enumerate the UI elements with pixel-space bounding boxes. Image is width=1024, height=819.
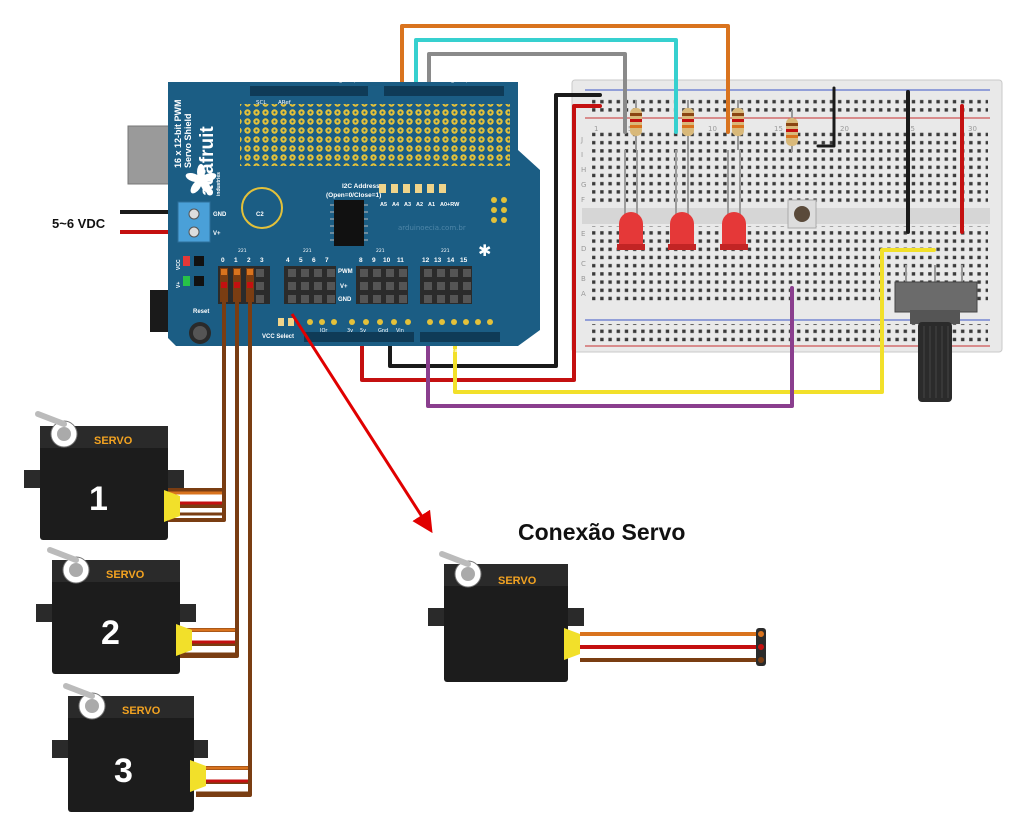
bottom-header-label: RST [332, 348, 343, 354]
channel-label: 4 [286, 257, 290, 264]
servo-brand-label: SERVO [498, 575, 537, 587]
power-supply-label: 5~6 VDC [52, 216, 106, 231]
column-number: 20 [840, 125, 849, 133]
address-pad-label: A4 [392, 202, 400, 208]
column-number: 15 [774, 125, 783, 133]
header-label: Gnd [292, 78, 303, 84]
address-pad-label: A2 [416, 202, 423, 208]
detail-servo-leads [580, 628, 766, 666]
servo-number: 1 [89, 480, 108, 518]
channel-label: 15 [460, 257, 468, 264]
channel-label: 6 [312, 257, 316, 264]
row-letter: I [581, 151, 583, 159]
header-label: SCL [256, 100, 267, 106]
servo-number: 2 [101, 614, 120, 652]
vcc-led-label: VCC [176, 259, 182, 270]
resistor-label: 221 [238, 248, 247, 254]
capacitor-label: C2 [256, 212, 264, 218]
shield-title-line2: Servo Shield [183, 113, 193, 168]
adafruit-flower-icon [185, 164, 217, 194]
header-label: Digital I/O [445, 78, 473, 84]
resistor-label: 221 [303, 248, 312, 254]
channel-label: 8 [359, 257, 363, 264]
terminal-vplus-label: V+ [213, 231, 221, 237]
breadboard: J I H G F E D C B A 1 5 10 15 20 25 30 [571, 79, 1003, 353]
row-letter: E [581, 230, 585, 238]
row-letter: F [581, 196, 585, 204]
address-pad-label: A1 [428, 202, 435, 208]
channel-label: 12 [422, 257, 430, 264]
detail-title: Conexão Servo [518, 519, 685, 545]
servo-brand-label: SERVO [94, 435, 133, 447]
servo-3: SERVO 3 [52, 683, 208, 812]
i2c-address-note: (Open=0/Close=1) [326, 192, 381, 199]
bottom-header-label: Analog In [448, 348, 472, 354]
row-letter: J [580, 136, 583, 144]
breadboard-jumpers [816, 86, 964, 234]
address-pad-label: A0+RW [440, 202, 460, 208]
column-number: 30 [968, 125, 977, 133]
bottom-header-label: 5v [360, 328, 366, 334]
i2c-address-label: I2C Address [342, 183, 380, 190]
servo-shield: SDA SCL Gnd ARef Digital I/O Digital I/O… [168, 78, 540, 354]
push-button [787, 199, 817, 229]
star-icon: ✱ [478, 241, 491, 260]
signal-wires [360, 24, 936, 408]
row-letter: C [581, 260, 586, 268]
channel-label: 1 [234, 257, 238, 264]
channel-label: 14 [447, 257, 455, 264]
column-number: 10 [708, 125, 717, 133]
reset-label: Reset [193, 309, 209, 315]
servo-brand-label: SERVO [106, 569, 145, 581]
potentiometer [894, 265, 978, 402]
resistors [630, 100, 798, 152]
servo-2: SERVO 2 [36, 547, 196, 674]
header-label: ARef [278, 100, 292, 106]
channel-label: 10 [383, 257, 391, 264]
resistor-label: 221 [376, 248, 385, 254]
shield-title-line1: 16 x 12-bit PWM [173, 99, 183, 168]
channel-label: 3 [260, 257, 264, 264]
row-letter: B [581, 275, 586, 283]
servo-brand-label: SERVO [122, 705, 161, 717]
terminal-gnd-label: GND [213, 212, 227, 218]
vcc-select-label: VCC Select [262, 334, 294, 340]
channel-label: 2 [247, 257, 251, 264]
channel-label: 7 [325, 257, 329, 264]
row-letter: G [581, 181, 586, 189]
header-label: Digital I/O [333, 78, 361, 84]
row-letter: D [581, 245, 586, 253]
watermark: arduinoecia.com.br [398, 224, 466, 232]
servo-header-connectors [220, 268, 254, 302]
channel-label: 0 [221, 257, 225, 264]
resistor-label: 221 [441, 248, 450, 254]
pwm-row-label: PWM [338, 269, 353, 275]
bottom-header-label: IOr [320, 328, 328, 334]
row-letter: H [581, 166, 586, 174]
row-letter: A [581, 290, 586, 298]
servo-number: 3 [114, 752, 133, 790]
vplus-row-label: V+ [340, 284, 348, 290]
channel-label: 11 [397, 257, 404, 264]
bottom-header-label: Gnd [378, 328, 388, 334]
callout-arrow [290, 313, 433, 534]
column-number: 25 [906, 125, 915, 133]
address-pad-label: A5 [380, 202, 387, 208]
address-pad-label: A3 [404, 202, 411, 208]
header-label: SDA [267, 78, 279, 84]
gnd-row-label: GND [338, 297, 352, 303]
column-number: 1 [594, 125, 598, 133]
servo-1: SERVO 1 [24, 411, 184, 540]
bottom-header-label: 3v [347, 328, 353, 334]
bottom-header-label: Vin [396, 328, 404, 334]
leds [617, 150, 748, 250]
channel-label: 9 [372, 257, 376, 264]
channel-label: 13 [434, 257, 442, 264]
brand-sub: industries [216, 172, 222, 196]
channel-label: 5 [299, 257, 303, 264]
vplus-led-label: V+ [176, 282, 182, 288]
detail-servo: SERVO [428, 551, 584, 682]
